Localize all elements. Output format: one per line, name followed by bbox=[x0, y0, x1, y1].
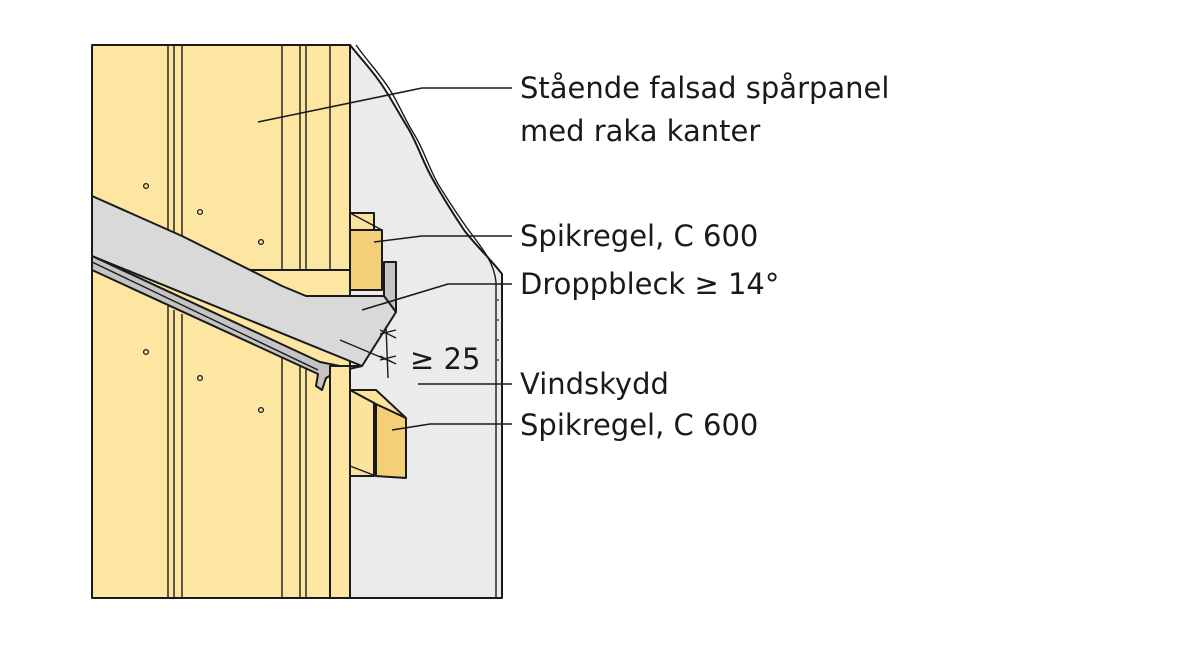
leader-spikregel-lower bbox=[391, 423, 512, 431]
upper-batten bbox=[349, 212, 383, 291]
wind-barrier-dots bbox=[497, 299, 499, 361]
leader-droppbleck bbox=[361, 283, 512, 311]
dimension-mark bbox=[339, 325, 397, 379]
nail-icon bbox=[142, 348, 150, 356]
label-vindskydd: Vindskydd bbox=[520, 367, 669, 401]
drip-flashing bbox=[91, 195, 397, 391]
label-spikregel-lower: Spikregel, C 600 bbox=[520, 408, 758, 442]
leader-panel bbox=[257, 87, 512, 123]
nail-icon bbox=[257, 406, 265, 414]
nail-icon bbox=[196, 208, 204, 216]
label-droppbleck: Droppbleck ≥ 14° bbox=[520, 267, 779, 301]
label-spikregel-upper: Spikregel, C 600 bbox=[520, 219, 758, 253]
wind-barrier-edge bbox=[355, 44, 497, 598]
panel-strip bbox=[329, 365, 351, 599]
lower-batten bbox=[349, 389, 407, 479]
label-panel-line1: Stående falsad spårpanel bbox=[520, 71, 889, 105]
leader-spikregel-upper bbox=[373, 235, 512, 243]
nail-icon bbox=[142, 182, 150, 190]
nail-icon bbox=[257, 238, 265, 246]
nail-icon bbox=[196, 374, 204, 382]
label-panel-line2: med raka kanter bbox=[520, 114, 760, 148]
label-dimension: ≥ 25 bbox=[410, 342, 480, 376]
